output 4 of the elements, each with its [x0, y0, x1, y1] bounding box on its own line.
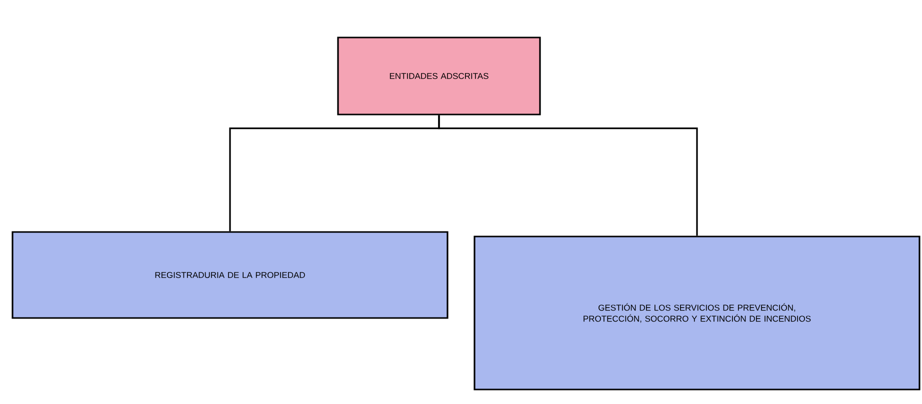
entity-box: ENTIDADES ADSCRITAS [337, 36, 541, 116]
department-box: REGISTRADURIA DE LA PROPIEDAD [12, 231, 448, 319]
department-box: GESTIÓN DE LOS SERVICIOS DE PREVENCIÓN, PROTECCIÓN, SOCORRO Y EXTINCIÓN DE INCENDIOS [474, 236, 920, 390]
connector [438, 115, 698, 236]
